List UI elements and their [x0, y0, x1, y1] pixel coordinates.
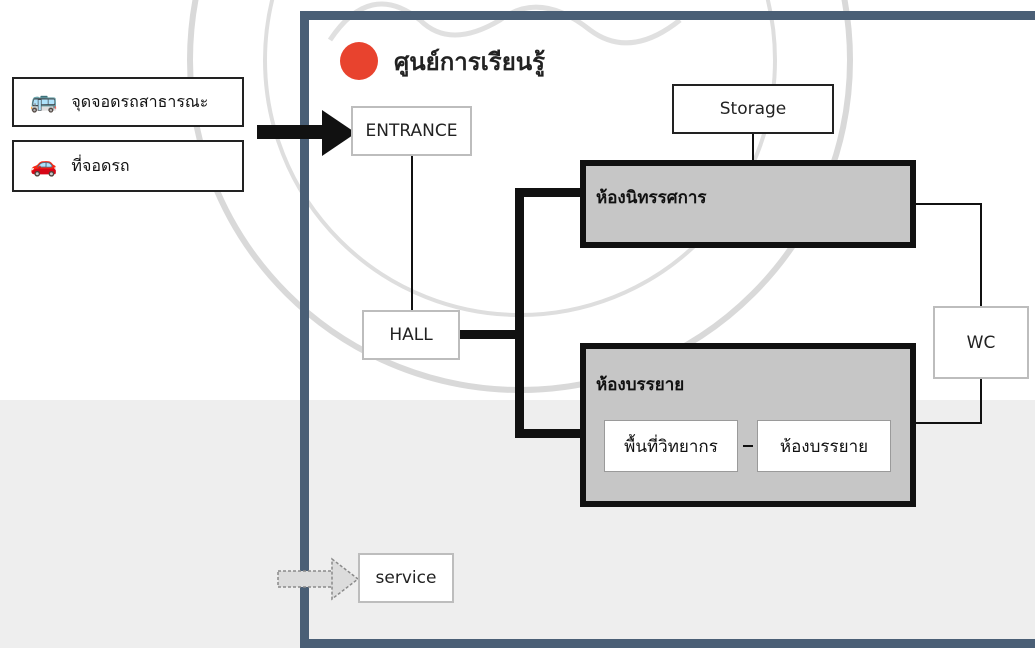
- entrance-arrow-shaft: [257, 125, 332, 139]
- lecture-room: ห้องบรรยาย พื้นที่วิทยากร ห้องบรรยาย: [580, 343, 916, 507]
- legend-label: ที่จอดรถ: [71, 155, 130, 175]
- title-dot-icon: [340, 42, 378, 80]
- lecture-wc-vertical: [980, 379, 982, 423]
- lecture-wc-horizontal: [916, 422, 982, 424]
- lecture-room-title: ห้องบรรยาย: [596, 375, 685, 395]
- entrance-arrow-head-icon: [322, 110, 356, 156]
- exhibition-room: ห้องนิทรรศการ: [580, 160, 916, 248]
- hall-trunk-vertical: [515, 188, 524, 438]
- legend-label: จุดจอดรถสาธารณะ: [71, 91, 209, 111]
- exhibition-wc-horizontal: [916, 203, 982, 205]
- trunk-to-lecture: [515, 429, 585, 438]
- entrance-node: ENTRANCE: [351, 106, 472, 156]
- lecture-subarea: ห้องบรรยาย: [757, 420, 891, 472]
- exhibition-wc-vertical: [980, 203, 982, 306]
- legend-bus-stop: 🚌 จุดจอดรถสาธารณะ: [12, 77, 244, 127]
- service-node: service: [358, 553, 454, 603]
- trunk-to-exhibition: [515, 188, 585, 197]
- storage-node: Storage: [672, 84, 834, 134]
- storage-connector: [752, 134, 754, 164]
- bus-icon: 🚌: [30, 89, 58, 114]
- speaker-lecture-connector: [743, 445, 753, 447]
- legend-parking: 🚗 ที่จอดรถ: [12, 140, 244, 192]
- wc-node: WC: [933, 306, 1029, 379]
- learning-center-zone: [300, 11, 1035, 648]
- hall-node: HALL: [362, 310, 460, 360]
- hall-trunk-horizontal: [460, 330, 520, 339]
- car-icon: 🚗: [30, 153, 58, 178]
- diagram-title: ศูนย์การเรียนรู้: [394, 48, 546, 76]
- entrance-hall-connector: [411, 156, 413, 310]
- service-arrow-icon: [277, 557, 360, 601]
- exhibition-room-title: ห้องนิทรรศการ: [596, 188, 707, 208]
- speaker-area: พื้นที่วิทยากร: [604, 420, 738, 472]
